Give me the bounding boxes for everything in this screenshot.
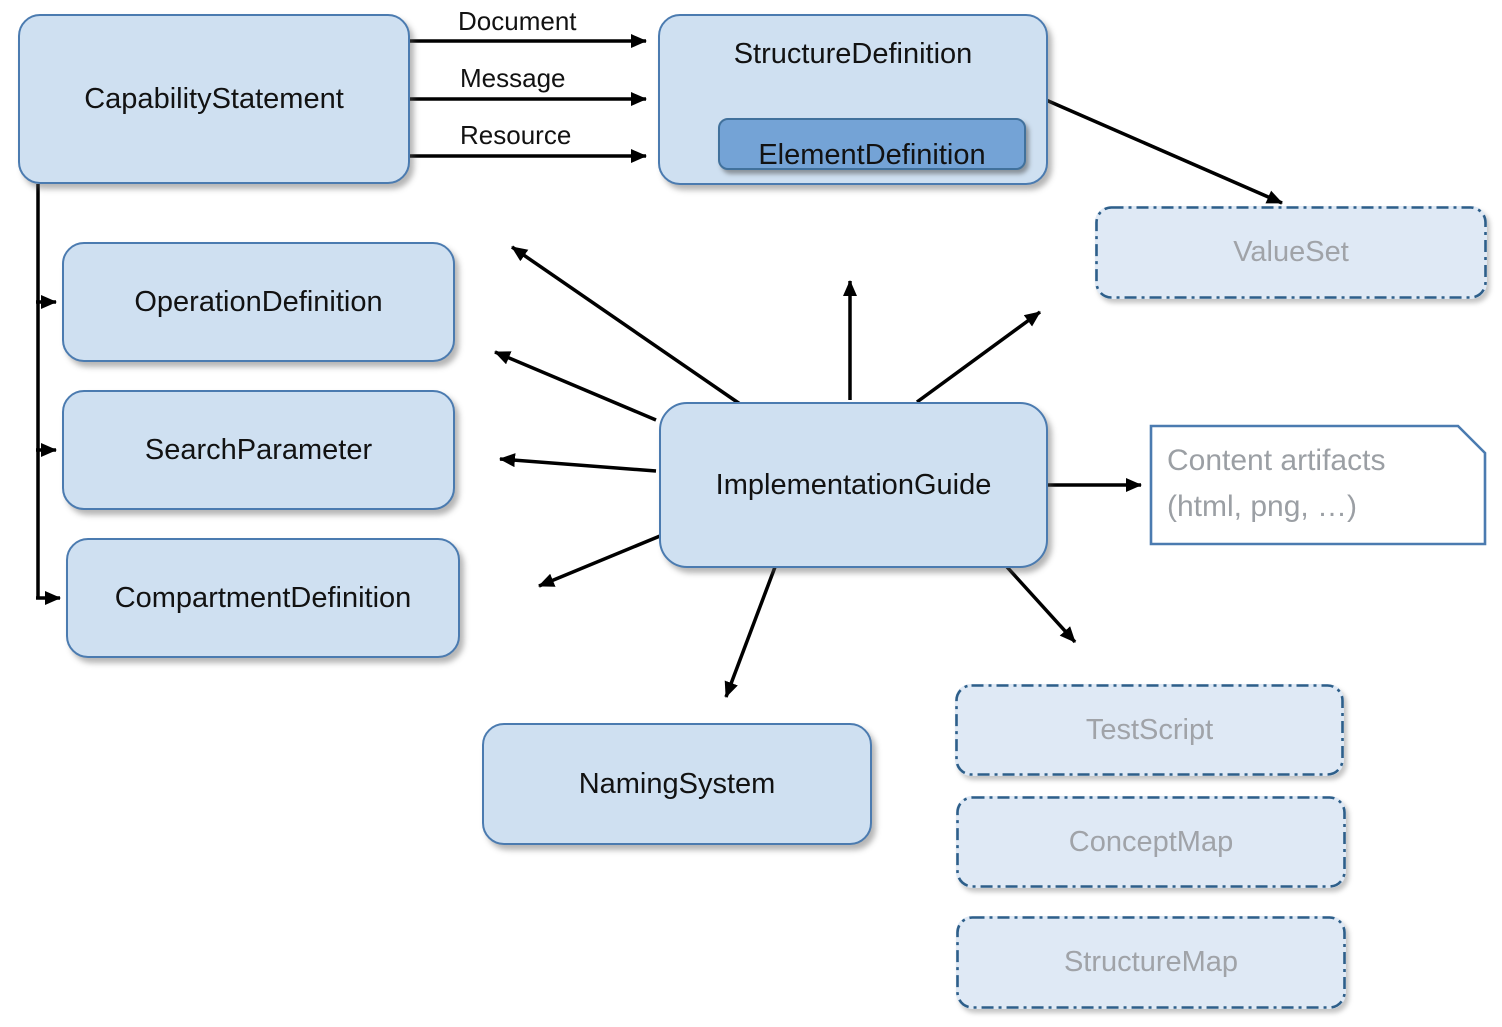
edge-label-resource: Resource [460, 120, 572, 150]
edge-ig-downleft [538, 534, 661, 588]
node-compartment-definition: CompartmentDefinition [66, 538, 460, 658]
node-structure-definition: StructureDefinition ElementDefinition [658, 14, 1048, 185]
node-test-script-label: TestScript [1085, 713, 1214, 746]
content-artifacts-line2: (html, png, …) [1167, 490, 1358, 523]
node-structure-map: StructureMap [956, 916, 1346, 1009]
edge-ig-namingsystem [724, 566, 777, 698]
edge-ig-upleft-short [494, 350, 657, 422]
node-value-set-label: ValueSet [1233, 236, 1349, 268]
edge-ig-downright [1005, 565, 1077, 644]
node-implementation-guide-label: ImplementationGuide [715, 468, 992, 501]
node-capability-statement: CapabilityStatement [18, 14, 410, 184]
node-operation-definition: OperationDefinition [62, 242, 455, 362]
node-implementation-guide: ImplementationGuide [659, 402, 1048, 568]
node-value-set: ValueSet [1095, 206, 1487, 299]
edge-ig-upleft-long [511, 245, 741, 406]
node-compartment-definition-label: CompartmentDefinition [114, 581, 412, 614]
node-naming-system-label: NamingSystem [578, 767, 776, 800]
node-search-parameter: SearchParameter [62, 390, 455, 510]
node-element-definition-label: ElementDefinition [758, 138, 986, 171]
node-concept-map: ConceptMap [956, 796, 1346, 888]
node-search-parameter-label: SearchParameter [144, 433, 373, 466]
edge-ig-left [499, 453, 657, 473]
node-structure-definition-label: StructureDefinition [733, 38, 973, 70]
node-operation-definition-label: OperationDefinition [134, 285, 383, 318]
edge-label-message: Message [460, 63, 566, 93]
edge-label-document: Document [458, 6, 577, 36]
content-artifacts-line1: Content artifacts [1167, 444, 1386, 477]
edge-structuredefinition-valueset [1045, 98, 1283, 205]
node-structure-map-label: StructureMap [1063, 946, 1239, 978]
node-naming-system: NamingSystem [482, 723, 872, 845]
node-content-artifacts-label: Content artifacts (html, png, …) [1167, 438, 1385, 530]
node-element-definition: ElementDefinition [718, 118, 1026, 171]
node-test-script: TestScript [955, 684, 1344, 776]
edge-ig-upright [915, 310, 1042, 404]
content-artifacts-note-shape [1149, 424, 1487, 546]
node-concept-map-label: ConceptMap [1068, 825, 1234, 858]
node-content-artifacts: Content artifacts (html, png, …) [1149, 424, 1487, 546]
node-capability-statement-label: CapabilityStatement [84, 82, 344, 115]
